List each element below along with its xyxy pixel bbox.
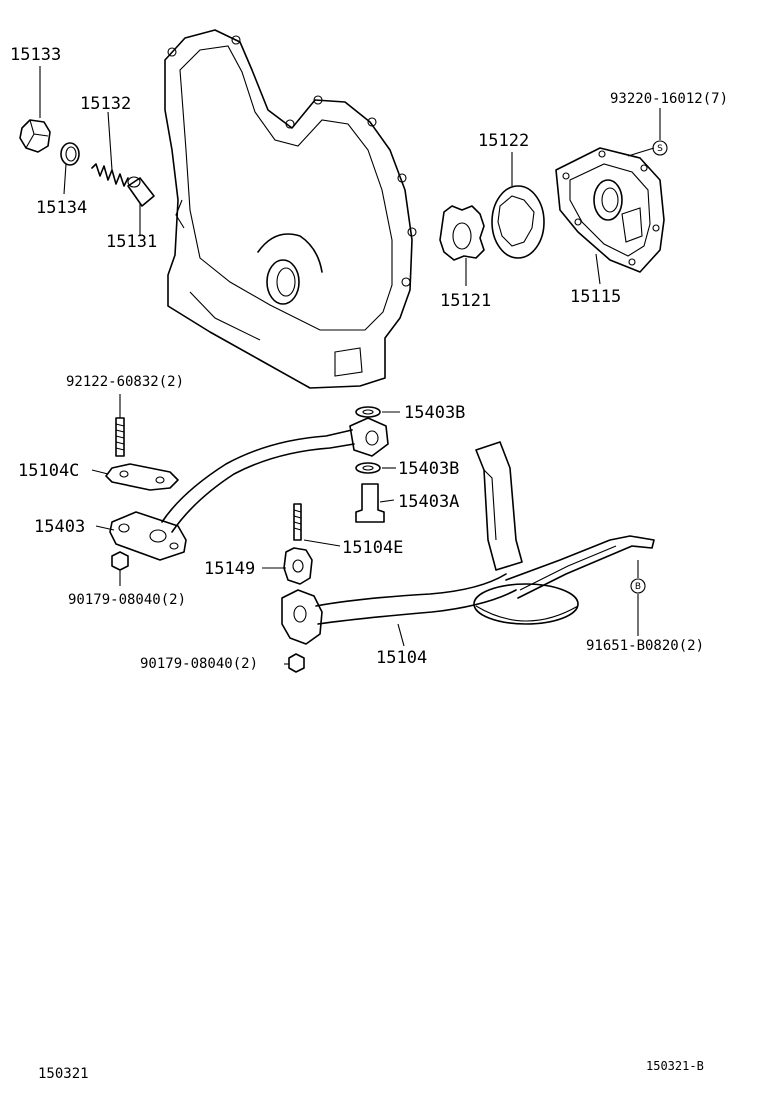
label-90179-08040-b: 90179-08040(2)	[140, 656, 258, 672]
gasket-15134	[60, 142, 80, 166]
label-92122-60832: 92122-60832(2)	[66, 374, 184, 390]
bolt-symbol-b: B	[630, 578, 646, 594]
gasket-15104C	[105, 463, 179, 491]
label-15403B-mid: 15403B	[398, 459, 459, 479]
plug-15133	[19, 119, 51, 153]
label-90179-08040-a: 90179-08040(2)	[68, 592, 186, 608]
label-15134: 15134	[36, 198, 87, 218]
label-15403A: 15403A	[398, 492, 459, 512]
stud-15104E	[293, 503, 302, 541]
stud-92122	[115, 417, 125, 457]
s-mark-text: S	[657, 144, 663, 154]
label-15104C: 15104C	[18, 461, 79, 481]
label-15115: 15115	[570, 287, 621, 307]
label-15104: 15104	[376, 648, 427, 668]
driven-rotor-15122	[491, 185, 545, 259]
label-15131: 15131	[106, 232, 157, 252]
nut-90179-b	[288, 653, 305, 673]
label-15121: 15121	[440, 291, 491, 311]
timing-cover	[164, 29, 417, 389]
label-15104E: 15104E	[342, 538, 403, 558]
washer-15403B-top	[355, 406, 381, 418]
label-15149: 15149	[204, 559, 255, 579]
oil-strainer-15104	[281, 441, 655, 645]
label-15132: 15132	[80, 94, 131, 114]
washer-15403B-mid	[355, 462, 381, 474]
bolt-15403A	[355, 483, 385, 523]
screw-symbol-s: S	[652, 140, 668, 156]
flange-15403	[109, 511, 187, 561]
outlet-pipe	[161, 417, 389, 533]
label-15122: 15122	[478, 131, 529, 151]
figure-code-right: 150321-B	[646, 1059, 704, 1073]
drive-rotor-15121	[439, 205, 485, 261]
leader-lines	[39, 66, 661, 665]
valve-15131	[127, 176, 155, 207]
callout-labels: 15133 15132 15134 15131 15122 93220-1601…	[10, 45, 728, 672]
figure-code-left: 150321	[38, 1066, 89, 1082]
spring-15132	[91, 163, 129, 187]
b-mark-text: B	[635, 582, 641, 592]
pump-cover-15115	[555, 147, 665, 273]
grommet-15149	[283, 547, 313, 585]
nut-90179-a	[111, 551, 129, 571]
label-15403: 15403	[34, 517, 85, 537]
label-15133: 15133	[10, 45, 61, 65]
label-91651-B0820: 91651-B0820(2)	[586, 638, 704, 654]
label-15403B-top: 15403B	[404, 403, 465, 423]
label-93220-16012: 93220-16012(7)	[610, 91, 728, 107]
